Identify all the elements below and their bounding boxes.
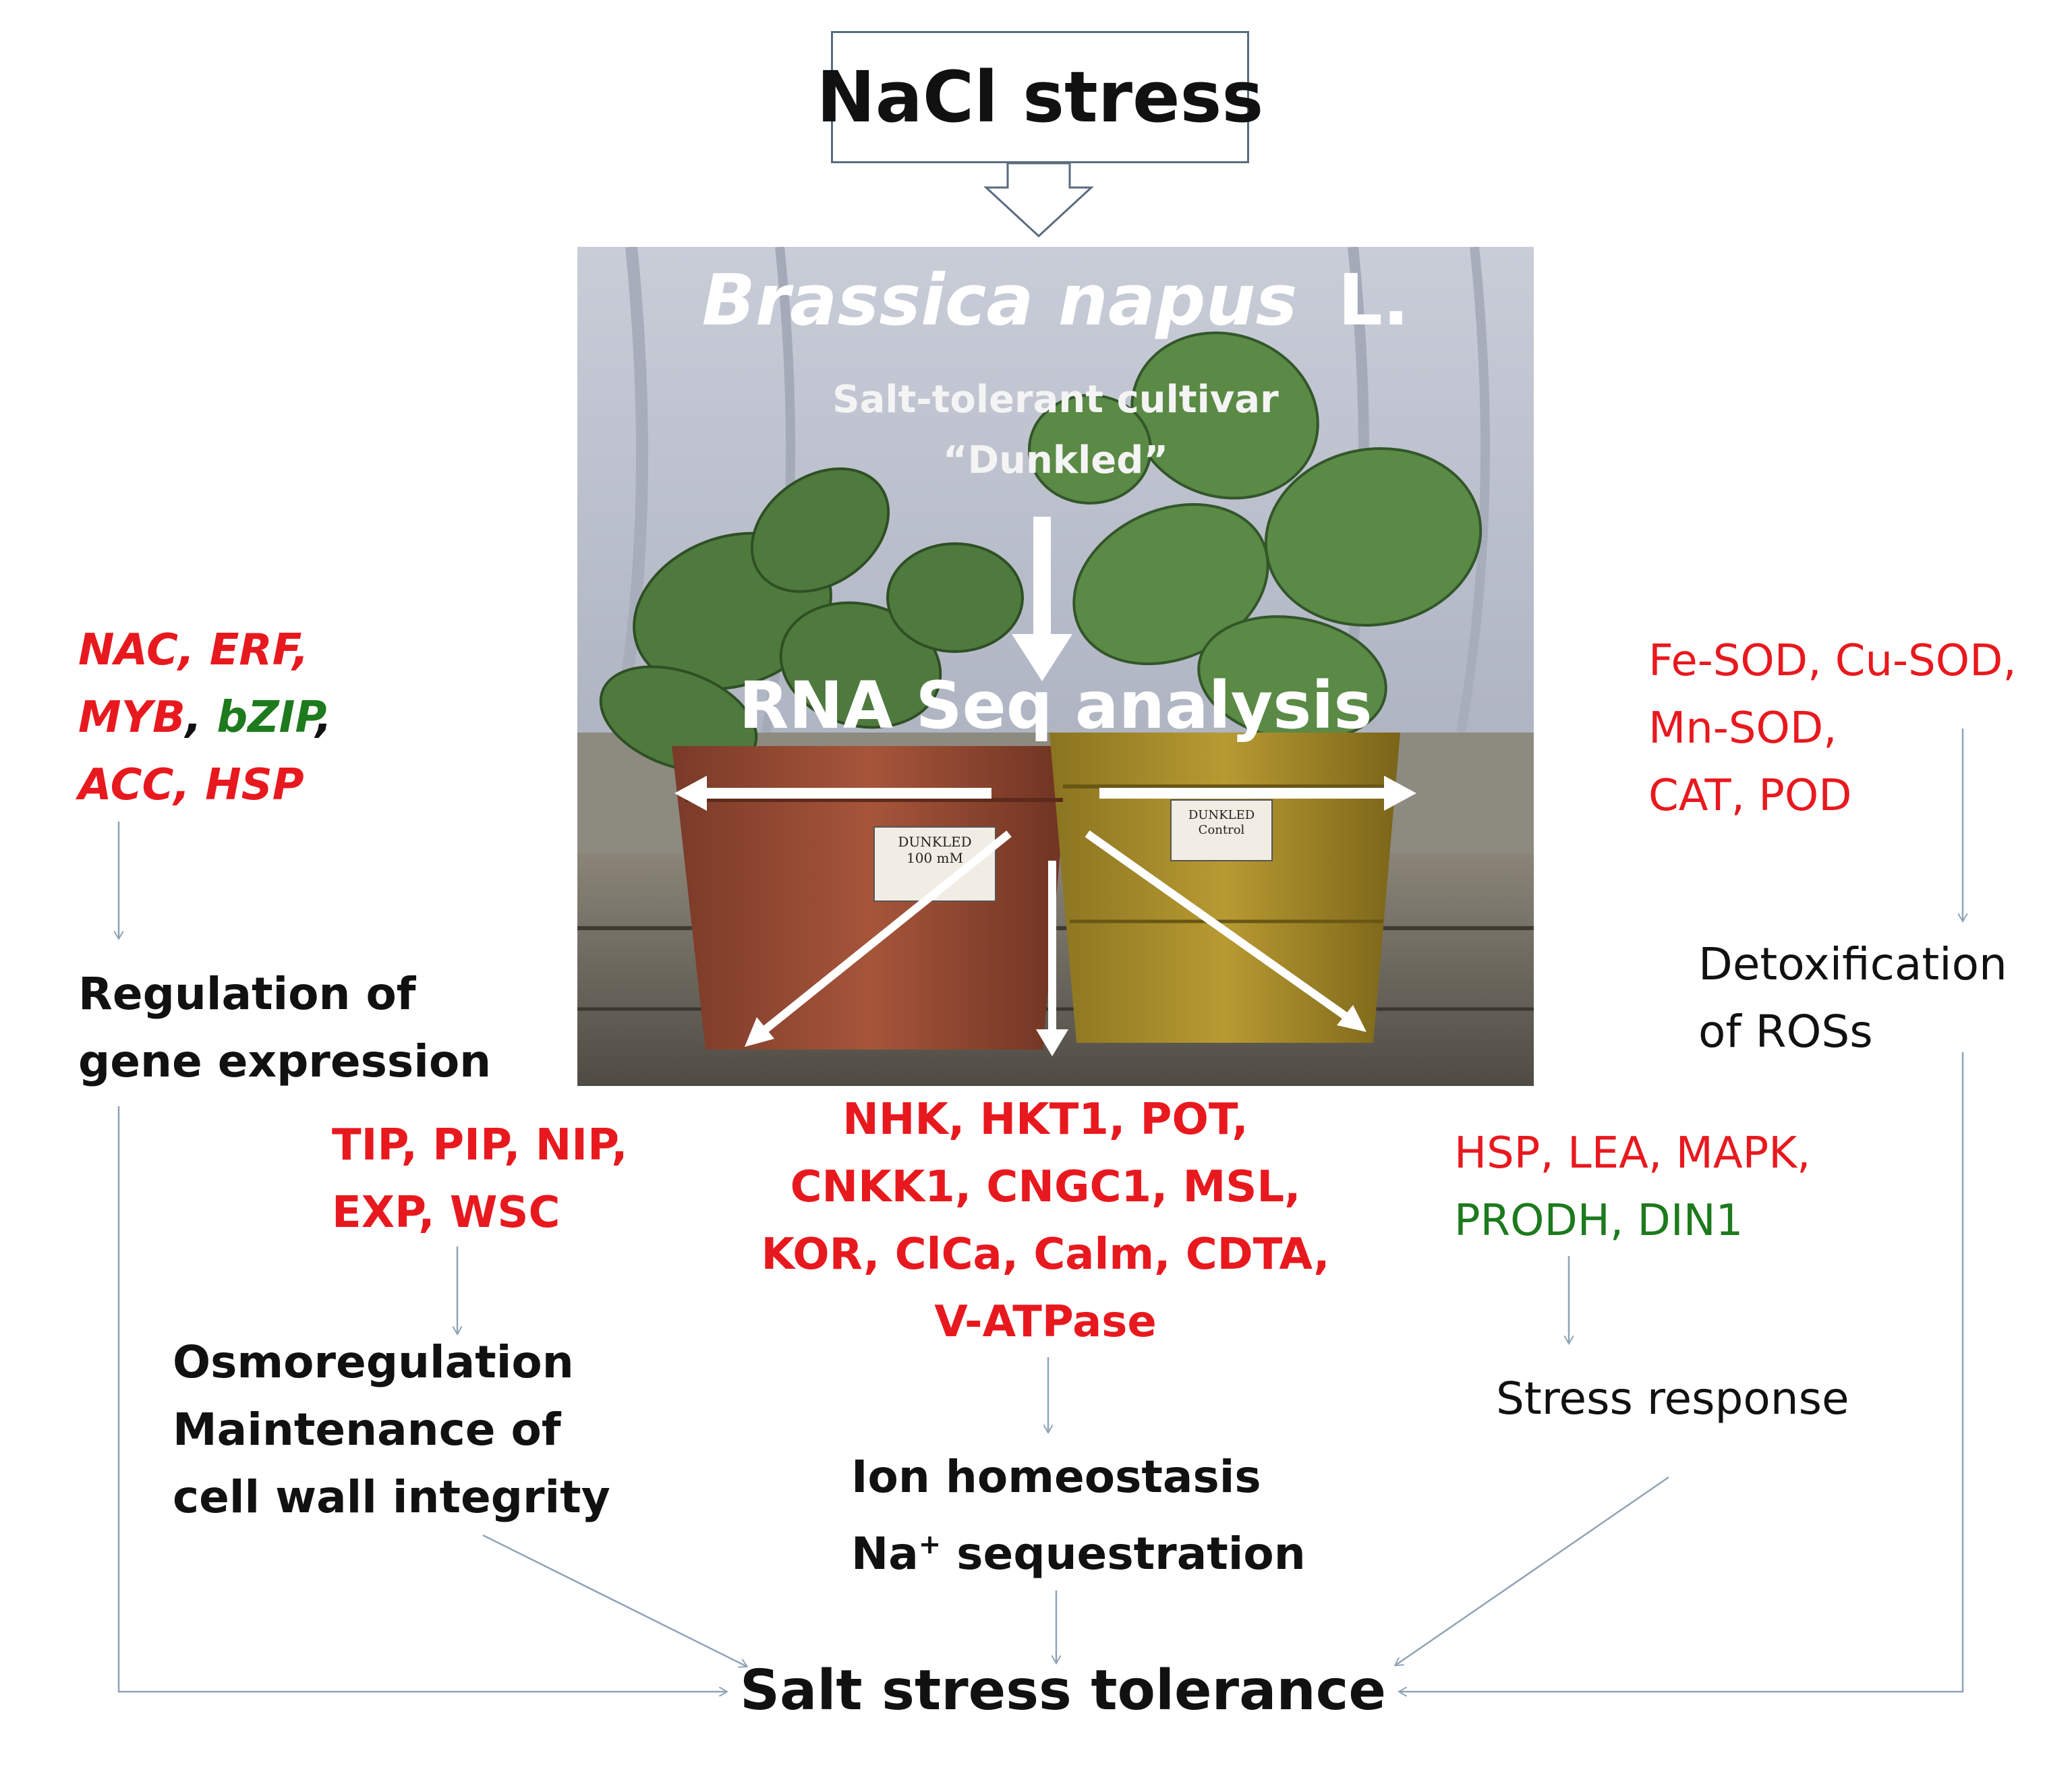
gene-separator: ,: [185, 693, 217, 743]
ion-na-charge: +: [918, 1529, 942, 1560]
left-function: Regulation of gene expression: [78, 961, 491, 1095]
arrow-down-right: [1085, 830, 1352, 1022]
right-function-line2: of ROSs: [1698, 1006, 1873, 1058]
osmo-function-line1: Osmoregulation: [173, 1336, 574, 1388]
osmo-function-line2: Maintenance of: [173, 1404, 561, 1456]
right-genes-line2: Mn-SOD,: [1648, 704, 1837, 753]
stress-genes-line2: PRODH, DIN1: [1454, 1196, 1744, 1246]
left-function-line2: gene expression: [78, 1035, 492, 1087]
ion-genes-line4: V-ATPase: [934, 1297, 1157, 1347]
arrow-down-left: [759, 830, 1012, 1035]
osmo-function-line3: cell wall integrity: [173, 1471, 610, 1523]
species-title: Brassica napus L.: [577, 259, 1534, 341]
cultivar-text: Salt-tolerant cultivar “Dunkled”: [577, 370, 1534, 491]
osmo-genes-line2: EXP, WSC: [332, 1188, 560, 1238]
rna-seq-label: RNA Seq analysis: [577, 668, 1534, 743]
connector-osmo-outcome: [482, 1534, 746, 1666]
ion-function-line1: Ion homeostasis: [851, 1451, 1261, 1503]
down-arrow-head: [1012, 634, 1072, 681]
right-function-line1: Detoxification: [1698, 938, 2007, 990]
nacl-stress-title: NaCl stress: [816, 56, 1264, 138]
stress-genes-line1: HSP, LEA, MAPK,: [1454, 1128, 1811, 1178]
left-gene-list: NAC, ERF, MYB, bZIP, ACC, HSP: [78, 617, 332, 819]
gene-bzip: bZIP: [217, 693, 316, 743]
right-function: Detoxification of ROSs: [1698, 931, 2007, 1066]
outcome-text: Salt stress tolerance: [739, 1659, 1387, 1723]
pot-left-label-line2: 100 mM: [906, 850, 963, 866]
species-name: Brassica napus: [701, 259, 1298, 341]
gene-separator-2: ,: [315, 693, 333, 743]
osmo-gene-list: TIP, PIP, NIP, EXP, WSC: [332, 1112, 628, 1247]
left-genes-line3: ACC, HSP: [78, 760, 304, 810]
connector-left-outcome: [117, 1106, 726, 1692]
stress-function-line1: Stress response: [1496, 1373, 1849, 1425]
down-arrow-shaft: [1033, 517, 1051, 638]
pot-right: [1049, 733, 1400, 1043]
pot-left: [672, 746, 1070, 1050]
left-genes-line1: NAC, ERF,: [78, 625, 309, 675]
osmo-genes-line1: TIP, PIP, NIP,: [332, 1120, 628, 1170]
connector-stress-outcome: [1396, 1476, 1669, 1665]
stress-function: Stress response: [1496, 1365, 1849, 1433]
ion-genes-line1: NHK, HKT1, POT,: [842, 1095, 1248, 1145]
cultivar-line1: Salt-tolerant cultivar: [832, 378, 1279, 422]
outcome-label: Salt stress tolerance: [726, 1654, 1400, 1728]
pot-right-label-line2: Control: [1198, 823, 1245, 837]
connector-right-outcome: [1400, 1052, 1964, 1692]
ion-gene-list: NHK, HKT1, POT, CNKK1, CNGC1, MSL, KOR, …: [722, 1086, 1369, 1356]
title-down-arrow: [983, 162, 1094, 238]
nacl-stress-box: NaCl stress: [817, 31, 1263, 163]
rna-seq-text: RNA Seq analysis: [739, 668, 1373, 743]
ion-sequestration: sequestration: [941, 1528, 1306, 1580]
left-genes-line2: MYB, bZIP,: [78, 684, 332, 751]
right-gene-list: Fe-SOD, Cu-SOD, Mn-SOD, CAT, POD: [1648, 627, 2017, 830]
ion-genes-line3: KOR, ClCa, Calm, CDTA,: [761, 1230, 1330, 1280]
left-function-line1: Regulation of: [78, 968, 416, 1020]
ion-function: Ion homeostasis Na+ sequestration: [851, 1443, 1306, 1588]
osmo-function: Osmoregulation Maintenance of cell wall …: [173, 1329, 610, 1531]
ion-function-line2: Na+ sequestration: [851, 1511, 1306, 1588]
gene-myb: MYB: [78, 693, 185, 743]
right-genes-line3: CAT, POD: [1648, 771, 1852, 821]
right-genes-line1: Fe-SOD, Cu-SOD,: [1648, 636, 2017, 686]
cultivar-line2: “Dunkled”: [942, 438, 1169, 482]
pot-left-label-line1: DUNKLED: [898, 834, 972, 850]
species-author: L.: [1337, 259, 1410, 341]
ion-na: Na: [851, 1528, 919, 1580]
stress-gene-list: HSP, LEA, MAPK, PRODH, DIN1: [1454, 1120, 1811, 1255]
pot-right-label-line1: DUNKLED: [1188, 808, 1255, 822]
pot-left-label: DUNKLED 100 mM: [874, 834, 996, 866]
ion-genes-line2: CNKK1, CNGC1, MSL,: [790, 1162, 1301, 1212]
pot-right-label: DUNKLED Control: [1171, 808, 1272, 838]
